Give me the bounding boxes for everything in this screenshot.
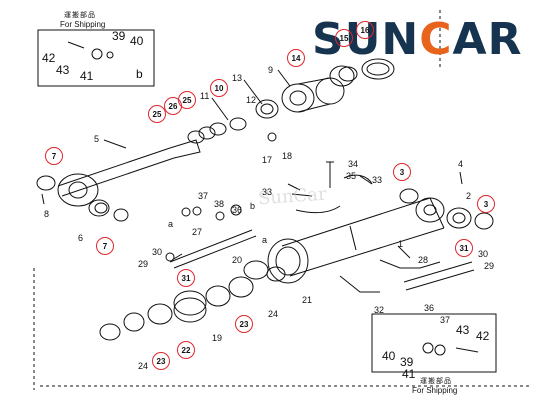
highlighted-part-callout: 25 — [148, 105, 166, 123]
highlighted-part-callout: 31 — [455, 239, 473, 257]
part-label: 28 — [418, 255, 429, 265]
part-label: 1 — [398, 239, 404, 249]
shipping-label-en: For Shipping — [60, 20, 106, 29]
part-label: 6 — [78, 233, 84, 243]
highlighted-part-callout: 23 — [235, 315, 253, 333]
highlighted-part-callout: 15 — [335, 29, 353, 47]
shipping-label-en: For Shipping — [412, 386, 458, 395]
part-label: 41 — [402, 367, 416, 381]
part-label: 8 — [44, 209, 50, 219]
part-label: 2 — [466, 191, 472, 201]
part-label: a — [262, 235, 268, 245]
piston-rod — [57, 139, 201, 207]
highlighted-part-callout: 23 — [152, 352, 170, 370]
part-label: 36 — [424, 303, 435, 313]
part-label: 43 — [456, 323, 470, 337]
highlighted-part-callout: 3 — [477, 195, 495, 213]
part-label: 42 — [42, 51, 56, 65]
part-label: 30 — [152, 247, 163, 257]
part-label: 42 — [476, 329, 490, 343]
logo-text-c: C — [419, 14, 453, 65]
part-label: 20 — [232, 255, 243, 265]
logo-text-suffix: AR — [452, 14, 523, 65]
part-label: 30 — [478, 249, 489, 259]
part-label: 36 — [232, 205, 243, 215]
part-label: 39 — [400, 355, 414, 369]
part-label: 18 — [282, 151, 293, 161]
shipping-label-jp: 運搬部品 — [420, 378, 452, 385]
highlighted-part-callout: 3 — [393, 163, 411, 181]
part-label: 17 — [262, 155, 273, 165]
part-label: 40 — [382, 349, 396, 363]
part-label: 43 — [56, 63, 70, 77]
part-label: a — [168, 219, 174, 229]
part-label: 35 — [346, 171, 357, 181]
part-label: 29 — [138, 259, 149, 269]
part-label: 37 — [198, 191, 209, 201]
part-label: 29 — [484, 261, 495, 271]
part-label: 5 — [94, 134, 100, 144]
shipping-label-jp: 運搬部品 — [64, 12, 96, 19]
highlighted-part-callout: 14 — [287, 49, 305, 67]
highlighted-part-callout: 16 — [356, 21, 374, 39]
part-label: b — [250, 201, 256, 211]
part-label: 32 — [374, 305, 385, 315]
shipping-box-frame — [37, 29, 155, 87]
part-label: 13 — [232, 73, 243, 83]
part-label: 11 — [200, 91, 210, 101]
shipping-box-frame — [371, 313, 497, 373]
part-label: b — [136, 67, 143, 81]
part-label: 19 — [212, 333, 223, 343]
part-label: 24 — [268, 309, 279, 319]
part-label: 33 — [372, 175, 383, 185]
part-label: 12 — [246, 95, 257, 105]
part-label: 39 — [112, 29, 126, 43]
part-label: 4 — [458, 159, 464, 169]
part-label: 37 — [440, 315, 451, 325]
part-label: 34 — [348, 159, 359, 169]
highlighted-part-callout: 7 — [45, 147, 63, 165]
cylinder-tube — [267, 197, 445, 284]
highlighted-part-callout: 10 — [210, 79, 228, 97]
part-label: 24 — [138, 361, 149, 371]
part-label: 41 — [80, 69, 94, 83]
part-label: 9 — [268, 65, 274, 75]
highlighted-part-callout: 31 — [177, 269, 195, 287]
part-label: 33 — [262, 187, 273, 197]
part-label: 21 — [302, 295, 313, 305]
highlighted-part-callout: 22 — [177, 341, 195, 359]
part-label: 40 — [130, 34, 144, 48]
part-label: 38 — [214, 199, 225, 209]
highlighted-part-callout: 7 — [96, 237, 114, 255]
piston-head — [281, 77, 345, 113]
highlighted-part-callout: 25 — [178, 91, 196, 109]
part-label: 27 — [192, 227, 203, 237]
